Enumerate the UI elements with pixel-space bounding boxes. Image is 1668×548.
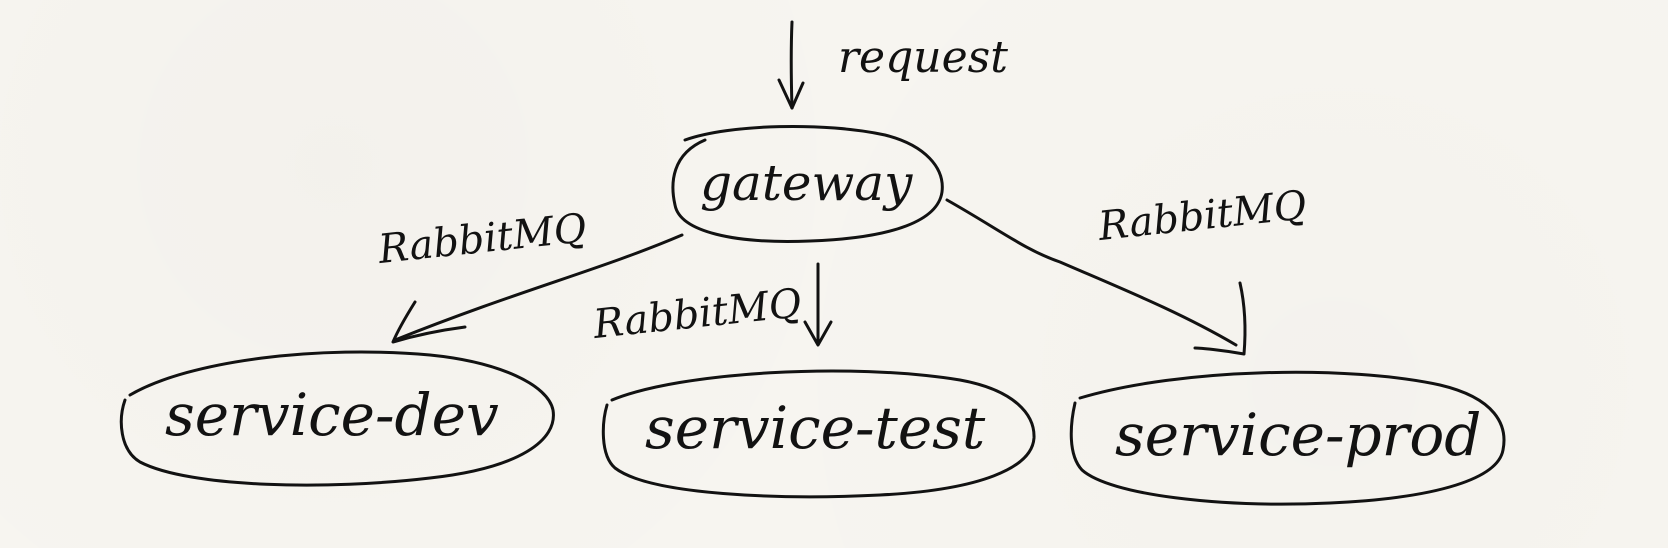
- request-label: request: [838, 32, 1008, 83]
- gateway-label: gateway: [700, 154, 913, 212]
- edge-label-dev: RabbitMQ: [375, 205, 588, 273]
- service-prod-label: service-prod: [1115, 401, 1481, 469]
- request-arrow: [777, 20, 805, 110]
- service-test-label: service-test: [645, 394, 986, 462]
- edge-gateway-to-dev: [391, 233, 684, 344]
- gateway-node: gateway: [671, 124, 944, 243]
- edge-gateway-to-prod: [945, 198, 1247, 356]
- edge-label-prod: RabbitMQ: [1095, 182, 1308, 250]
- service-dev-node: service-dev: [119, 350, 555, 487]
- service-prod-node: service-prod: [1069, 370, 1506, 506]
- service-test-node: service-test: [601, 369, 1036, 499]
- service-dev-label: service-dev: [165, 381, 499, 449]
- edge-gateway-to-test: [803, 262, 833, 347]
- edge-label-test: RabbitMQ: [590, 280, 803, 348]
